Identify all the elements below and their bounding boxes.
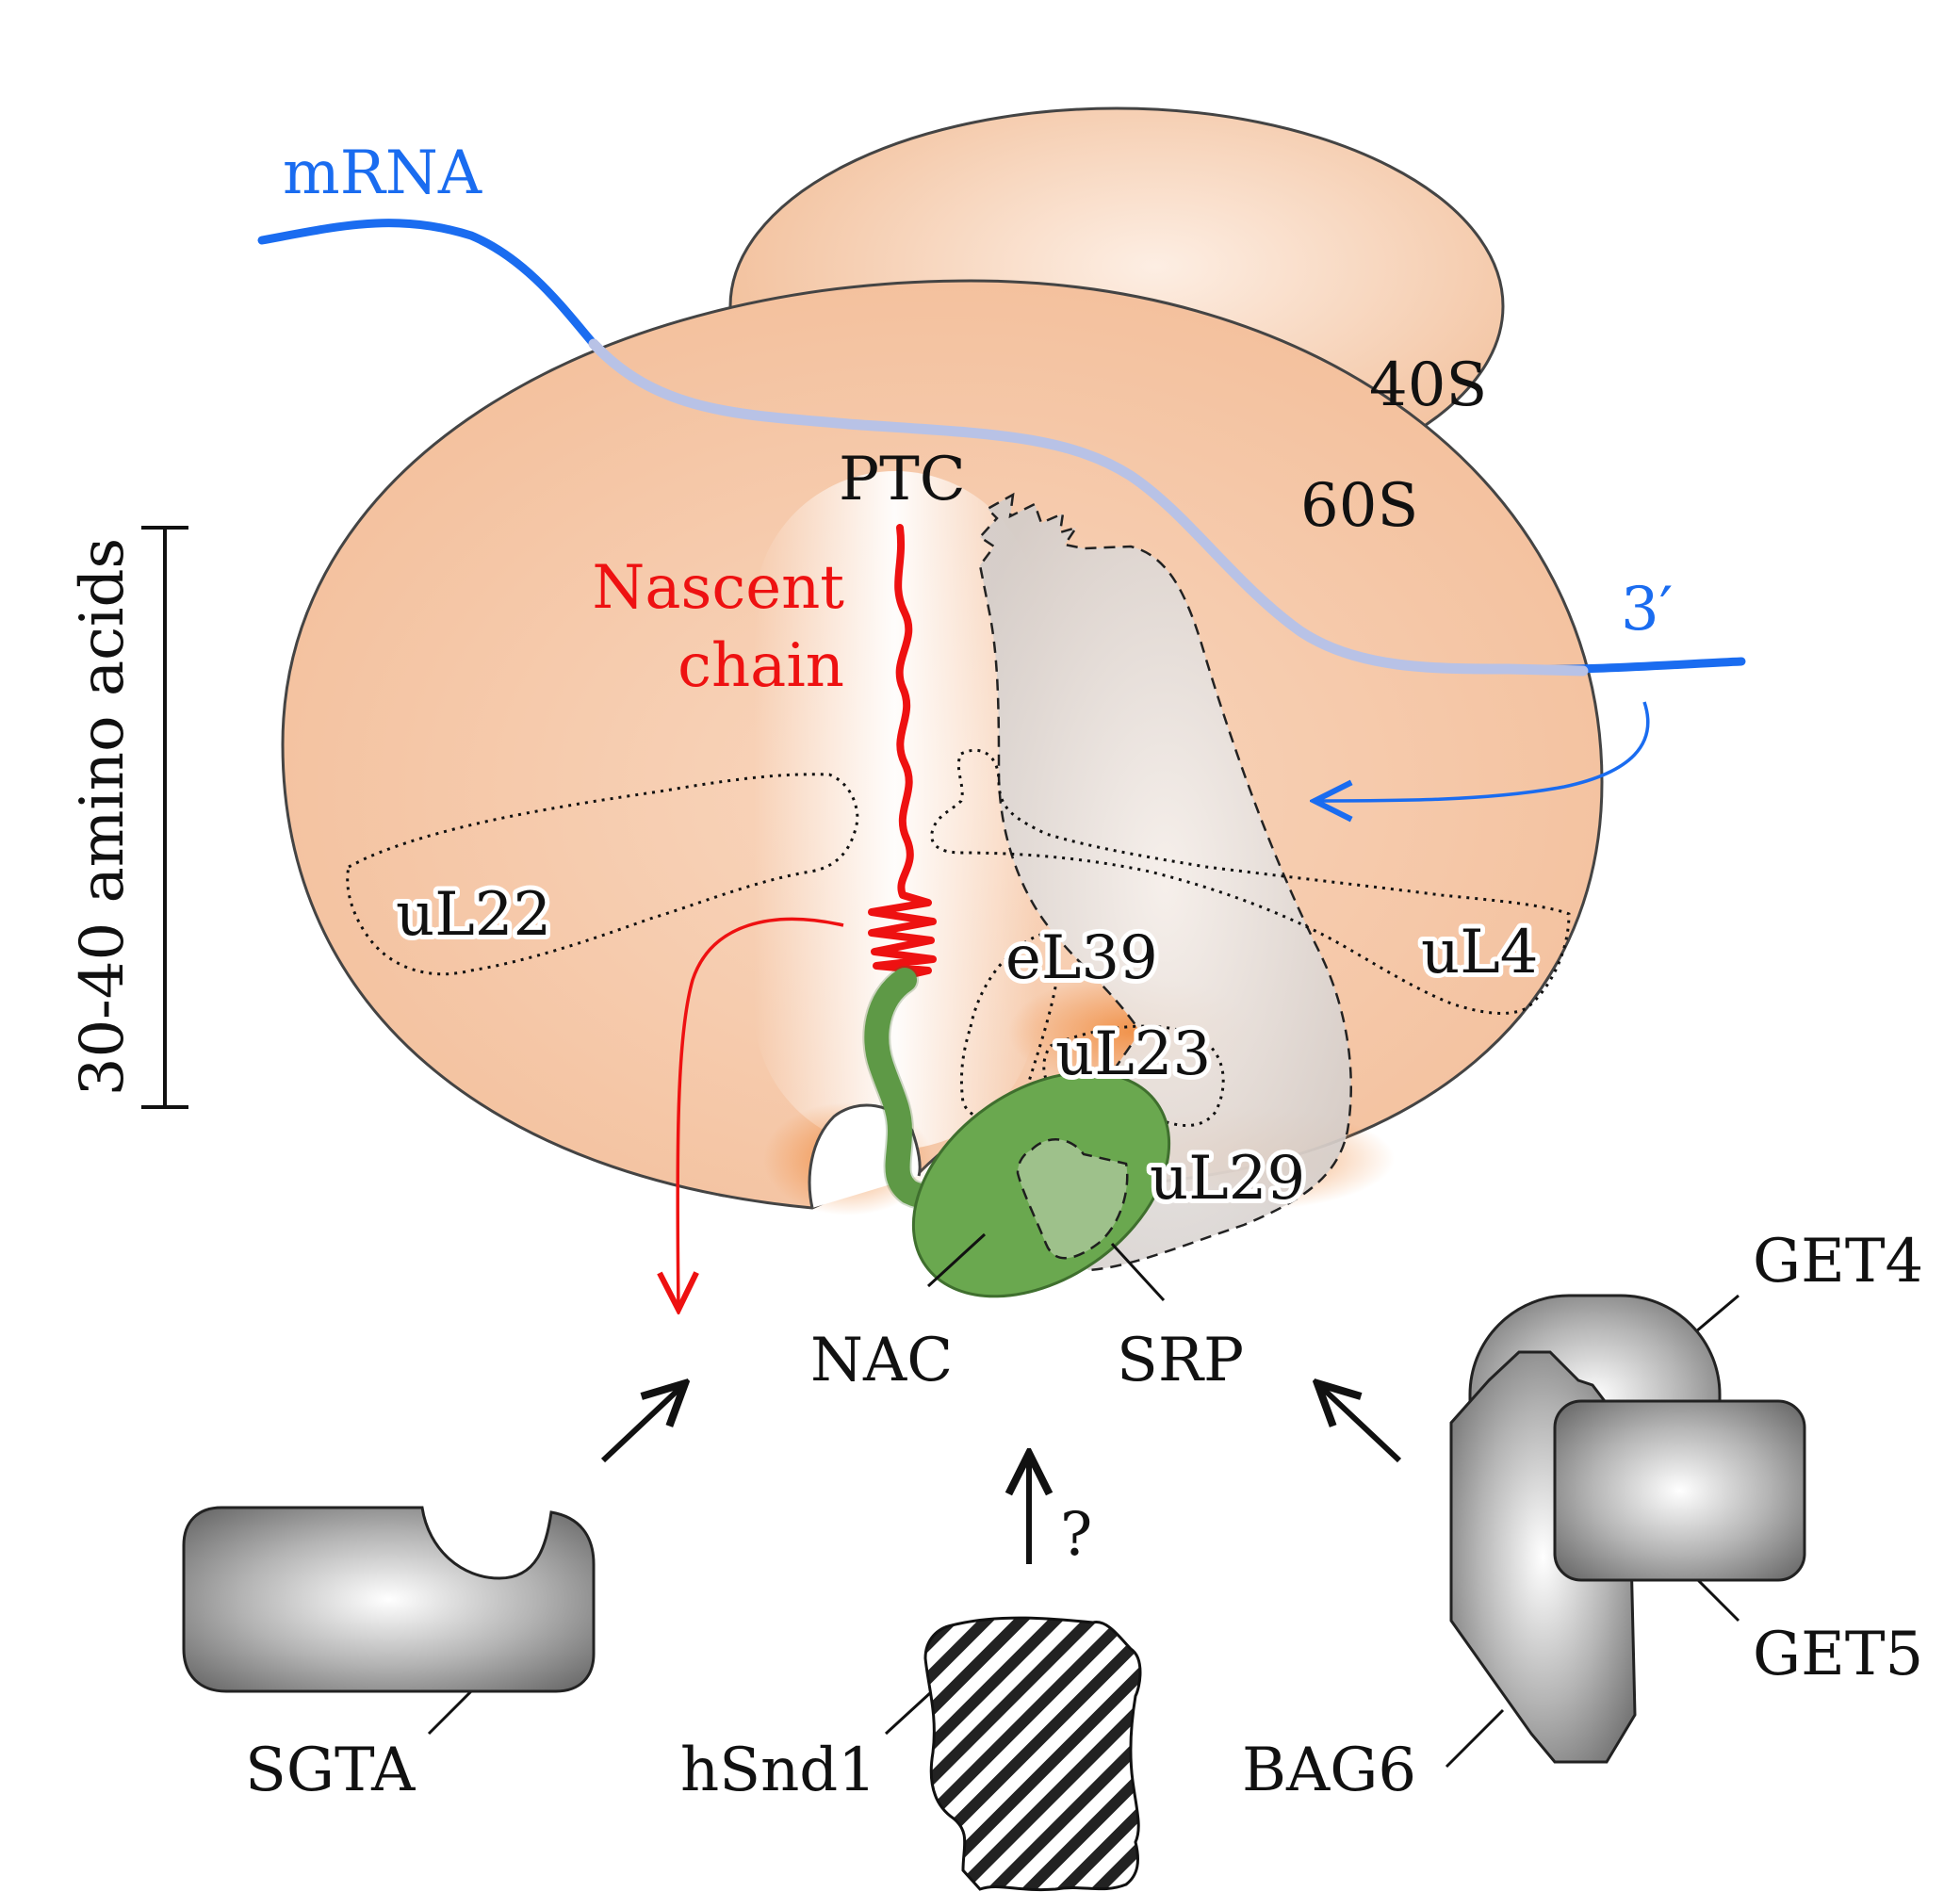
- three-prime-arrow: [1315, 701, 1650, 801]
- bag6-arrow: [1319, 1385, 1402, 1463]
- exit-tunnel: [754, 471, 1037, 1150]
- nascent-chain-label-line1: Nascent: [592, 553, 844, 623]
- nascent-chain: [868, 524, 937, 982]
- sgta-label: SGTA: [245, 1736, 416, 1805]
- ul22-outline: [346, 773, 859, 976]
- scale-bar: [141, 526, 188, 1109]
- ul29-label: uL29: [1150, 1144, 1305, 1214]
- ul4-label: uL4: [1421, 918, 1538, 987]
- nascent-chain-arrow: [678, 917, 844, 1310]
- srp-shape: [978, 492, 1352, 1272]
- recruitment-arrows: [600, 1385, 1402, 1564]
- ptc-label: PTC: [839, 445, 966, 514]
- mrna-label: mRNA: [283, 139, 482, 208]
- 60s-label: 60S: [1300, 471, 1418, 541]
- el39-label: eL39: [1005, 923, 1158, 993]
- get5-label: GET5: [1753, 1620, 1923, 1689]
- sgta-arrow: [600, 1385, 683, 1463]
- ul4-outline: [930, 748, 1571, 1015]
- nac-label: NAC: [810, 1326, 953, 1395]
- 40s-label: 40S: [1369, 351, 1487, 420]
- mrna-strand-faded: [588, 338, 1589, 677]
- srp-label: SRP: [1117, 1326, 1244, 1395]
- ul22-label: uL22: [396, 880, 551, 950]
- hsnd1-shape: [923, 1616, 1142, 1892]
- three-prime-label: 3′: [1621, 575, 1673, 644]
- ul23-outline: [1042, 1024, 1225, 1127]
- get4-label: GET4: [1753, 1227, 1923, 1297]
- get5-shape: [1553, 1399, 1806, 1582]
- sgta-shape: [182, 1506, 596, 1693]
- hsnd1-label: hSnd1: [680, 1736, 876, 1805]
- bag6-label: BAG6: [1242, 1736, 1416, 1805]
- el39-outline: [959, 931, 1061, 1125]
- ul23-label: uL23: [1055, 1019, 1211, 1089]
- scale-bar-label: 30-40 amino acids: [68, 538, 138, 1097]
- nascent-chain-label-line2: chain: [678, 631, 844, 701]
- srp-nac-overlap: [1016, 1138, 1129, 1260]
- hsnd1-question-label: ?: [1060, 1500, 1092, 1570]
